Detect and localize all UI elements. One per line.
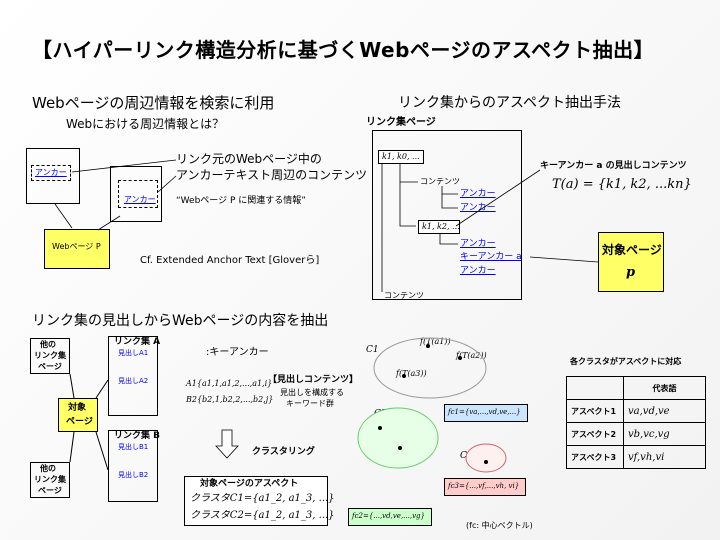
heading-contents: 【見出しコンテンツ】 <box>268 375 359 385</box>
fc3-box <box>444 478 526 496</box>
f-a1: f(T(a1)) <box>420 337 451 346</box>
arrow-a-to-target <box>95 379 109 399</box>
clustering-arrow <box>215 429 239 459</box>
words-2: vb,vc,vg <box>623 422 706 446</box>
other-bot-l3: ページ <box>38 486 62 495</box>
fc1-box <box>444 404 528 422</box>
left-heading: Webページの周辺情報を検索に利用 <box>32 94 275 112</box>
keyword-box-1 <box>378 150 424 164</box>
cluster-1: クラスタC1={a1_2, a1_3, ...} <box>190 493 335 504</box>
aspects-box <box>184 476 328 526</box>
keyword-box-2 <box>418 220 460 234</box>
other-top-l1: 他の <box>40 340 56 349</box>
fc2-text: fc2={...,vd,ve,...,vg} <box>352 512 425 520</box>
words-3: vf,vh,vi <box>623 445 706 469</box>
linkset-b-label: リンク集 B <box>114 431 160 441</box>
arrow-src1-to-p <box>54 203 73 229</box>
linkset-b-box <box>108 430 158 502</box>
b2-formula: B2{b2,1,b2,2,...,b2,j} <box>186 395 274 404</box>
cluster-2: クラスタC2={a1_2, a1_3, ...} <box>190 510 335 521</box>
cluster-c2-label: C2 <box>374 409 387 419</box>
other-linkset-top <box>30 338 70 374</box>
linkset-page-label: リンク集ページ <box>366 117 436 128</box>
other-top-l3: ページ <box>38 362 62 371</box>
bottom-heading: リンク集の見出しからWebページの内容を抽出 <box>32 313 329 329</box>
other-bot-l2: リンク集 <box>34 475 66 484</box>
target-page-small <box>58 398 98 432</box>
quote-text: “Webページ P に関連する情報” <box>176 196 306 206</box>
arrow-other-top <box>69 373 75 399</box>
anchor-box-2 <box>118 180 158 208</box>
cluster-c3-label: C3 <box>460 451 473 461</box>
linkset-b-item1: 見出しB1 <box>118 443 149 451</box>
f-a5: f(T(a5)) <box>386 441 417 450</box>
key-anchor-a[interactable]: キーアンカー a <box>460 252 522 262</box>
contents-1: コンテンツ <box>420 177 460 186</box>
left-question: Webにおける周辺情報とは？ <box>66 117 225 131</box>
key-anchor-to-target <box>529 256 599 263</box>
webpage-p-box <box>44 229 110 269</box>
f-a2: f(T(a2)) <box>456 351 487 360</box>
anchor-b-3[interactable]: アンカー <box>460 266 496 276</box>
words-1: va,vd,ve <box>623 399 706 423</box>
table-header: 代表語 <box>623 376 706 400</box>
fc1-text: fc1={va,...,vd,ve,...} <box>448 408 521 416</box>
aspect-2: アスペクト2 <box>566 422 624 446</box>
keyword-1: k1, k0, ... <box>382 152 420 161</box>
fc2-box <box>348 508 432 526</box>
target-small-l2: ページ <box>66 417 93 427</box>
f-a4: f(T(a4)) <box>362 421 393 430</box>
heading-contents-sub1: 見出しを構成する <box>280 388 344 397</box>
anchor-box-1 <box>31 165 71 181</box>
anchor-label-1[interactable]: アンカー <box>35 168 67 177</box>
key-anchor-legend: :キーアンカー <box>206 347 269 358</box>
callout-line1: リンク元のWebページ中の <box>176 152 322 166</box>
contents-2: コンテンツ <box>384 291 424 300</box>
aspect-1: アスペクト1 <box>566 399 624 423</box>
table-corner <box>566 376 624 400</box>
cluster-c2-ellipse <box>357 407 439 469</box>
webpage-p-label: Webページ P <box>52 242 101 251</box>
f-a6: f(T(a6)) <box>474 453 505 462</box>
fc3-text: fc3={...,vf,...,vh, vi} <box>448 482 520 490</box>
right-heading: リンク集からのアスペクト抽出手法 <box>398 95 622 111</box>
other-bot-l1: 他の <box>40 464 56 473</box>
target-page-p: p <box>626 265 636 280</box>
aspect-3: アスペクト3 <box>566 445 624 469</box>
table-title: 各クラスタがアスペクトに対応 <box>570 357 682 366</box>
heading-contents-sub2: キーワード群 <box>286 399 334 408</box>
linkset-b-item2: 見出しB2 <box>118 471 149 479</box>
linkset-a-item1: 見出しA1 <box>118 349 149 357</box>
other-top-l2: リンク集 <box>34 351 66 360</box>
other-linkset-bottom <box>30 462 70 498</box>
aspect-table: 代表語 アスペクト1 va,vd,ve アスペクト2 vb,vc,vg アスペク… <box>566 376 706 469</box>
callout-line2: アンカーテキスト周辺のコンテンツ <box>176 168 368 182</box>
anchor-a-1[interactable]: アンカー <box>460 189 496 199</box>
linkset-a-item2: 見出しA2 <box>118 377 149 385</box>
centroid-note: (fc: 中心ベクトル) <box>466 521 533 530</box>
anchor-a-2[interactable]: アンカー <box>460 203 496 213</box>
aspects-title: 対象ページのアスペクト <box>200 479 299 489</box>
arrow-other-bottom <box>69 431 75 463</box>
target-small-l1: 対象 <box>68 403 87 413</box>
linkset-a-label: リンク集 A <box>114 337 161 347</box>
key-formula: T(a) = {k1, k2, ...kn} <box>552 177 692 192</box>
source-page-box <box>26 148 80 204</box>
anchor-b-1[interactable]: アンカー <box>460 239 496 249</box>
cf-text: Cf. Extended Anchor Text [Gloverら] <box>140 255 320 266</box>
f-a3: f(T(a3)) <box>396 369 427 378</box>
cluster-c1-ellipse <box>373 337 487 399</box>
a1-formula: A1{a1,1,a1,2,...,a1,i} <box>186 379 273 388</box>
page-title: 【ハイパーリンク構造分析に基づくWebページのアスペクト抽出】 <box>32 38 655 62</box>
key-anchor-title: キーアンカー a の見出しコンテンツ <box>540 161 687 171</box>
anchor-label-2[interactable]: アンカー <box>124 195 156 204</box>
cluster-c1-label: C1 <box>366 345 379 355</box>
target-page-box <box>598 232 664 292</box>
clustering-label: クラスタリング <box>252 447 315 457</box>
linkset-a-box <box>108 336 158 416</box>
target-page-label: 対象ページ <box>602 243 662 257</box>
keyword-2: k1, k2, ... <box>422 222 460 231</box>
arrow-b-to-target <box>95 431 109 471</box>
